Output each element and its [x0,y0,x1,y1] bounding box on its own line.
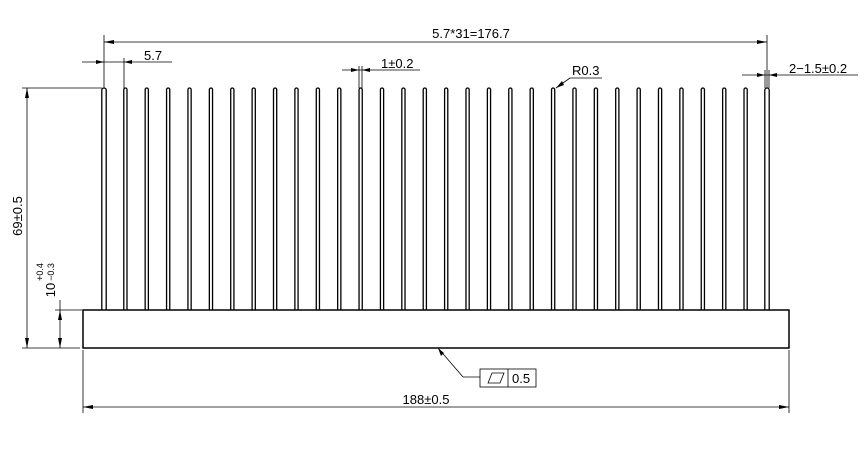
fin [144,87,150,310]
dim-height: 69±0.5 [10,87,102,349]
dim-base-thickness: 10 +0.4 −0.3 [35,263,82,348]
dim-base-tol-upper: +0.4 [35,263,45,281]
fin [508,87,513,310]
dim-end-fin-thickness: 2−1.5±0.2 [742,61,858,88]
flatness-parallelogram-icon [487,372,505,384]
fin [230,87,235,310]
dim-pitch-label: 5.7 [144,48,162,63]
fin [251,87,256,310]
fin [165,87,171,310]
fin [315,87,321,310]
fin [721,87,727,310]
fin-array [101,87,770,310]
flatness-callout: 0.5 [437,347,537,388]
dim-fin-thickness: 1±0.2 [342,56,420,88]
dim-pitch-total-label: 5.7*31=176.7 [432,26,510,41]
dim-base-tol-lower: −0.3 [46,263,56,281]
fin [529,87,534,310]
fin [101,87,107,310]
fin [636,87,641,310]
fin [764,87,770,310]
fin [700,87,706,310]
fin [593,87,599,310]
fin [337,87,342,310]
fin [422,87,428,310]
dim-height-label: 69±0.5 [10,196,25,236]
fin [272,87,278,310]
dim-end-fin-thickness-label: 2−1.5±0.2 [789,61,847,76]
fin [615,87,620,310]
dim-pitch: 5.7 [82,48,172,88]
dim-fin-thickness-label: 1±0.2 [381,56,413,71]
fin [486,87,492,310]
flatness-value: 0.5 [512,371,530,386]
dim-fin-radius: R0.3 [555,63,602,89]
fin [294,87,299,310]
fin [187,87,192,310]
fin [443,87,449,310]
dim-base-thickness-label: 10 [43,283,58,297]
fin [572,87,577,310]
fin [657,87,663,310]
fin [743,87,748,310]
fin [358,87,363,310]
dim-width-label: 188±0.5 [403,392,450,407]
fin [679,87,684,310]
base-plate [82,309,790,349]
fin [401,87,406,310]
dim-pitch-total: 5.7*31=176.7 [103,26,768,88]
fin [379,87,385,310]
fin [465,87,470,310]
fin [123,87,128,310]
dim-fin-radius-label: R0.3 [572,63,599,78]
dim-width: 188±0.5 [82,350,790,413]
fin [550,87,556,310]
fin [208,87,214,310]
